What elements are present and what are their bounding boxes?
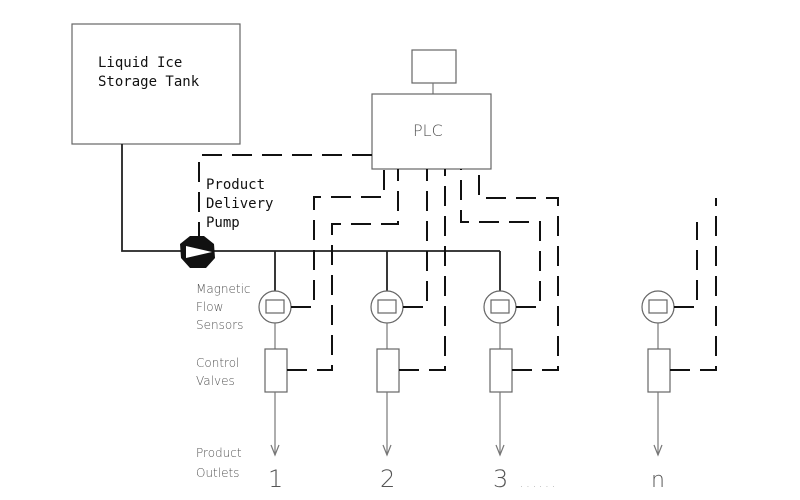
sensor-signal-line xyxy=(674,222,698,308)
pump-label-line3: Pump xyxy=(206,215,240,231)
outlet-label-line2: Outlets xyxy=(196,466,239,480)
sensor-label-line2: Flow xyxy=(196,300,223,314)
valve-signal-line xyxy=(478,169,559,371)
tank-label-line1: Liquid Ice xyxy=(98,55,182,71)
valve-signal-line xyxy=(287,169,399,371)
outlet-number-1: 1 xyxy=(268,465,283,493)
control-valve-icon xyxy=(489,348,513,393)
control-valve-icon xyxy=(264,348,288,393)
hmi-display xyxy=(411,49,457,84)
valve-signal-line xyxy=(670,198,717,371)
valve-label-line2: Valves xyxy=(196,374,235,388)
outlet-label-line1: Product xyxy=(196,446,242,460)
flow-sensor-icon xyxy=(370,290,404,324)
outlet-arrow-icon xyxy=(382,444,392,457)
outlet-number-2: 2 xyxy=(380,465,395,493)
pump-icon xyxy=(180,236,215,268)
pump-label-line1: Product xyxy=(206,177,265,193)
branch-3 xyxy=(460,169,559,457)
outlet-number-3: 3 xyxy=(493,465,508,493)
outlet-ellipsis: . . . . . . xyxy=(520,479,555,490)
storage-tank xyxy=(71,23,241,145)
tank-label-line2: Storage Tank xyxy=(98,74,200,90)
control-valve-icon xyxy=(647,348,671,393)
plc-label: PLC xyxy=(413,121,443,140)
flow-sensor-icon xyxy=(483,290,517,324)
sensor-label-line3: Sensors xyxy=(196,318,243,332)
control-valve-icon xyxy=(376,348,400,393)
pump-label-line2: Delivery xyxy=(206,196,273,212)
plc-box xyxy=(371,93,492,170)
valve-signal-line xyxy=(399,169,446,371)
outlet-arrow-icon xyxy=(653,444,663,457)
sensor-signal-line xyxy=(460,169,541,308)
valve-label-line1: Control xyxy=(196,356,239,370)
branch-n xyxy=(641,198,717,457)
flow-sensor-icon xyxy=(258,290,292,324)
sensor-signal-line xyxy=(291,169,385,308)
sensor-signal-line xyxy=(403,169,428,308)
outlet-arrow-icon xyxy=(270,444,280,457)
branch-2 xyxy=(370,169,446,457)
outlet-arrow-icon xyxy=(495,444,505,457)
pump-signal-line xyxy=(198,154,372,236)
outlet-number-n: n xyxy=(651,468,665,493)
main-pipe xyxy=(121,144,500,252)
branch-1 xyxy=(258,169,399,457)
flow-sensor-icon xyxy=(641,290,675,324)
sensor-label-line1: Magnetic xyxy=(196,282,251,296)
